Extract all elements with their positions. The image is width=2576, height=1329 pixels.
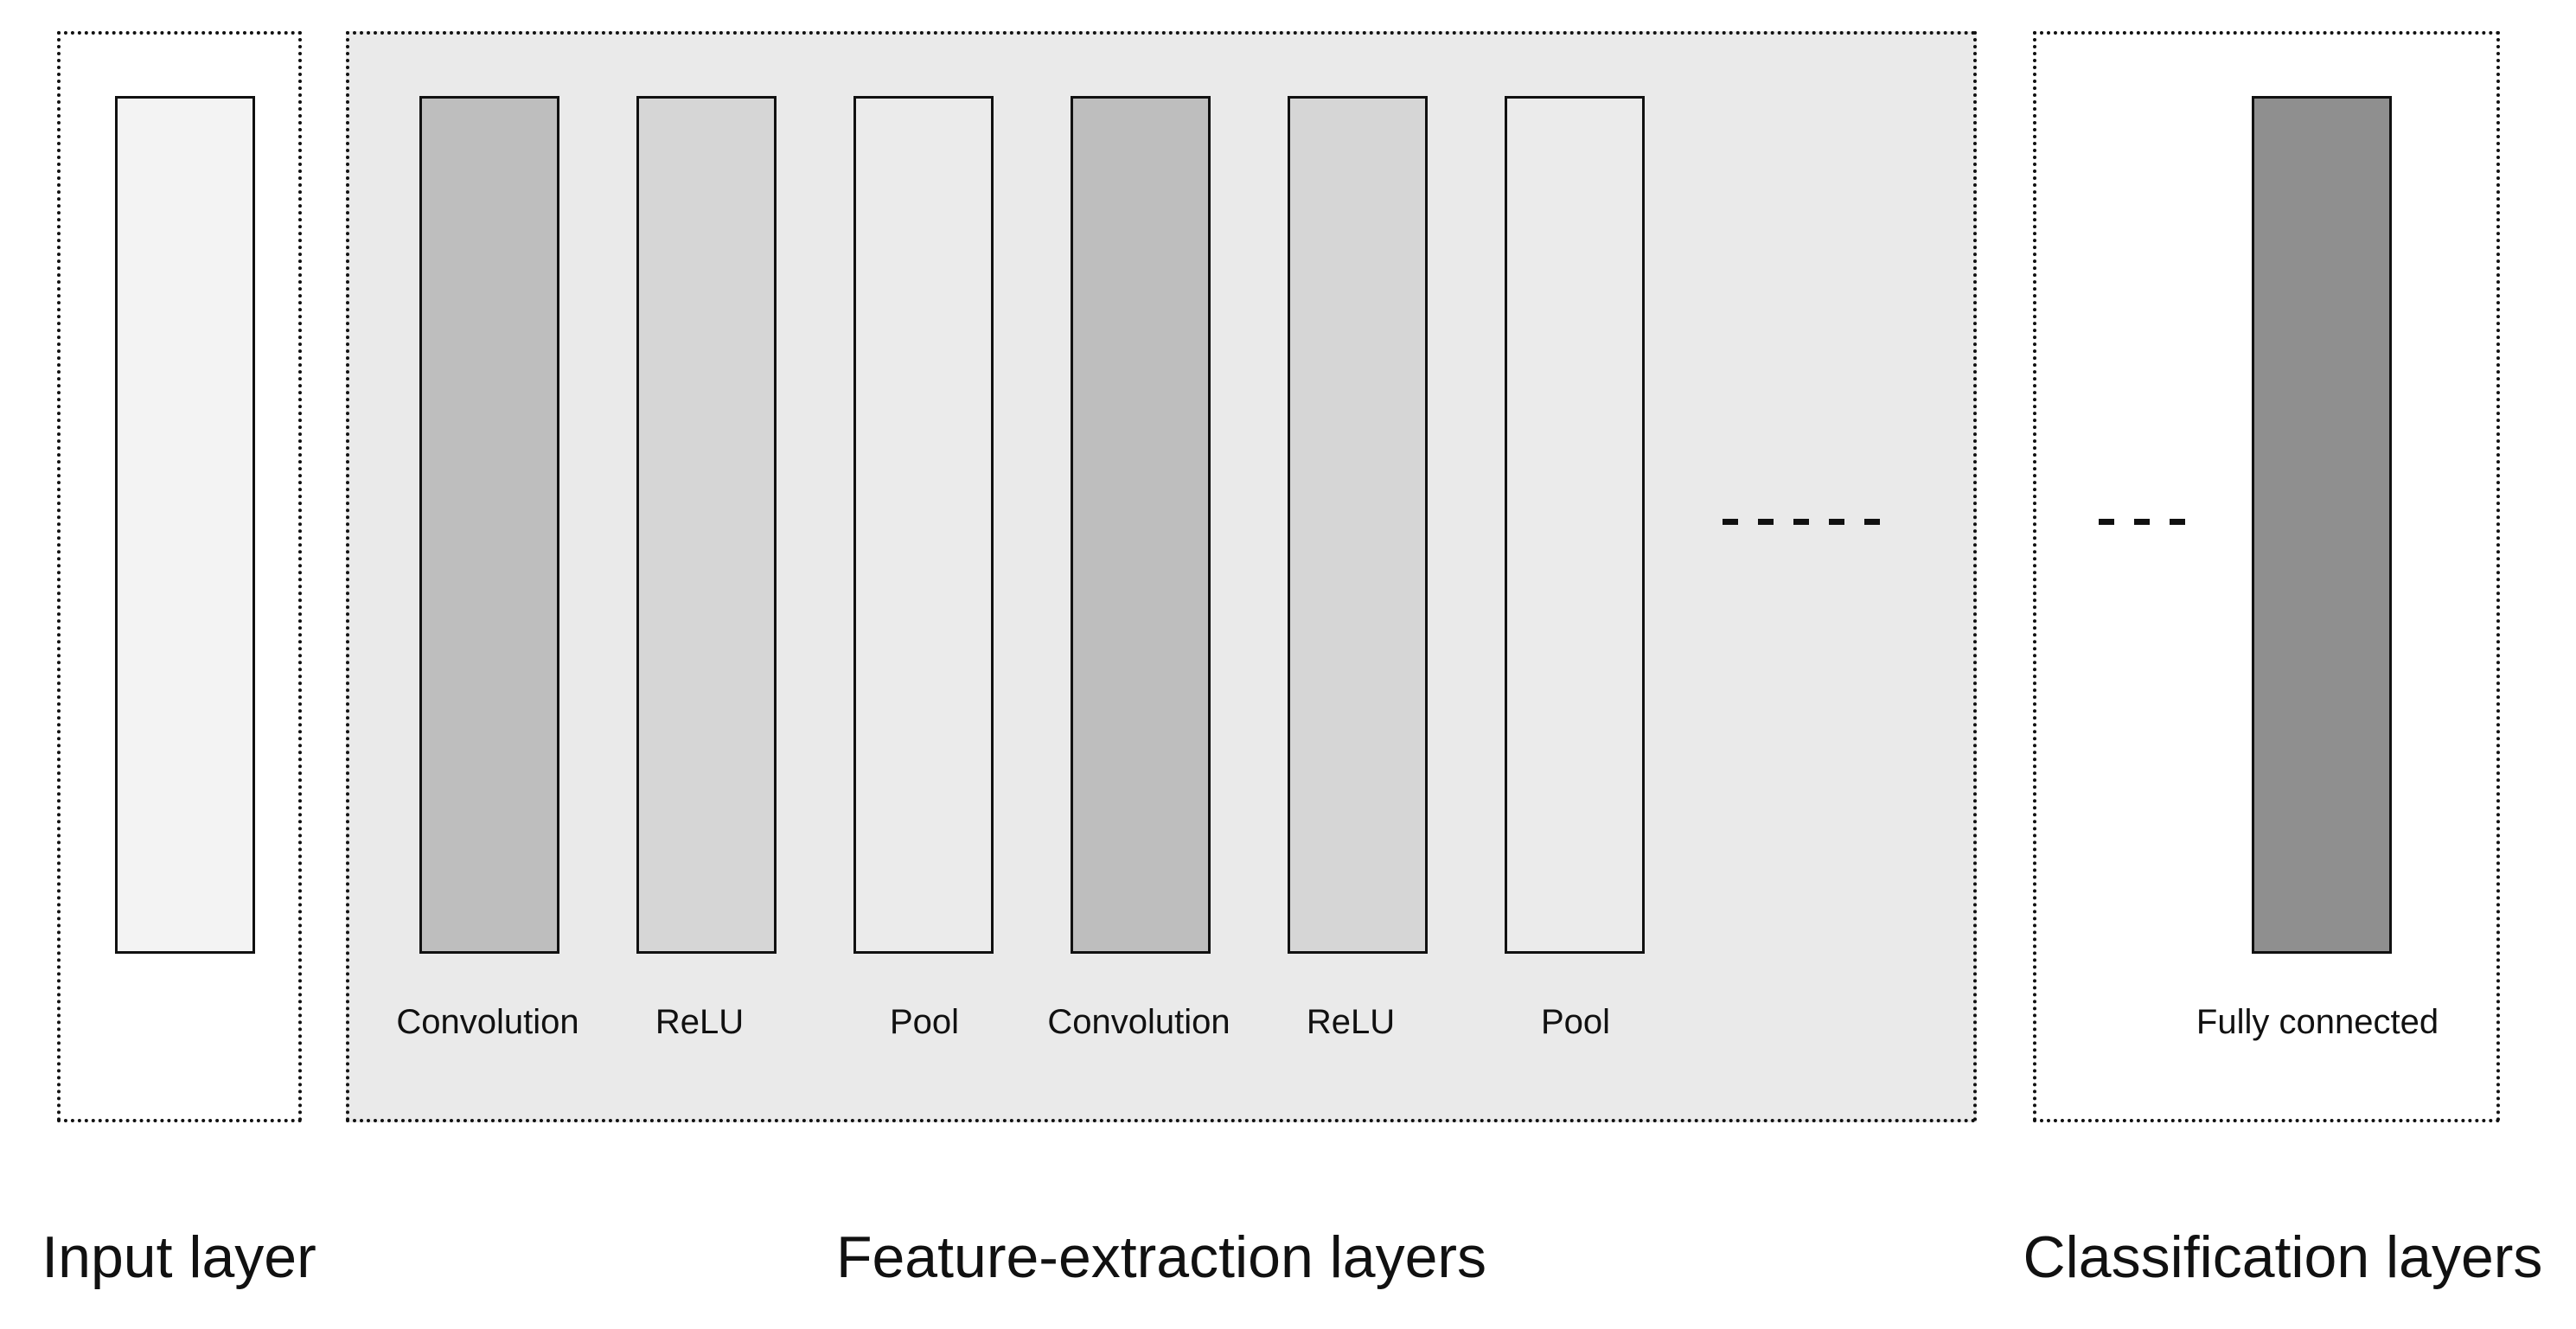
input-layer-label: Input layer xyxy=(42,1224,316,1290)
input-layer-block xyxy=(115,96,255,954)
pool-layer-block-1 xyxy=(853,96,994,954)
relu-layer-block-2 xyxy=(1288,96,1428,954)
relu-layer-block-1 xyxy=(636,96,777,954)
pool-layer-block-2 xyxy=(1505,96,1645,954)
layer-label-pool-2: Pool xyxy=(1540,1003,1611,1041)
layer-label-fully-connected: Fully connected xyxy=(2196,1003,2439,1041)
feature-extraction-label: Feature-extraction layers xyxy=(835,1224,1487,1290)
convolution-layer-block-2 xyxy=(1071,96,1211,954)
classification-label: Classification layers xyxy=(2023,1224,2543,1290)
layer-label-pool-1: Pool xyxy=(889,1003,960,1041)
fully-connected-layer-block xyxy=(2252,96,2392,954)
layer-label-relu-2: ReLU xyxy=(1306,1003,1396,1041)
layer-label-convolution-1: Convolution xyxy=(396,1003,579,1041)
layer-label-convolution-2: Convolution xyxy=(1047,1003,1230,1041)
layer-label-relu-1: ReLU xyxy=(655,1003,745,1041)
convolution-layer-block-1 xyxy=(419,96,559,954)
